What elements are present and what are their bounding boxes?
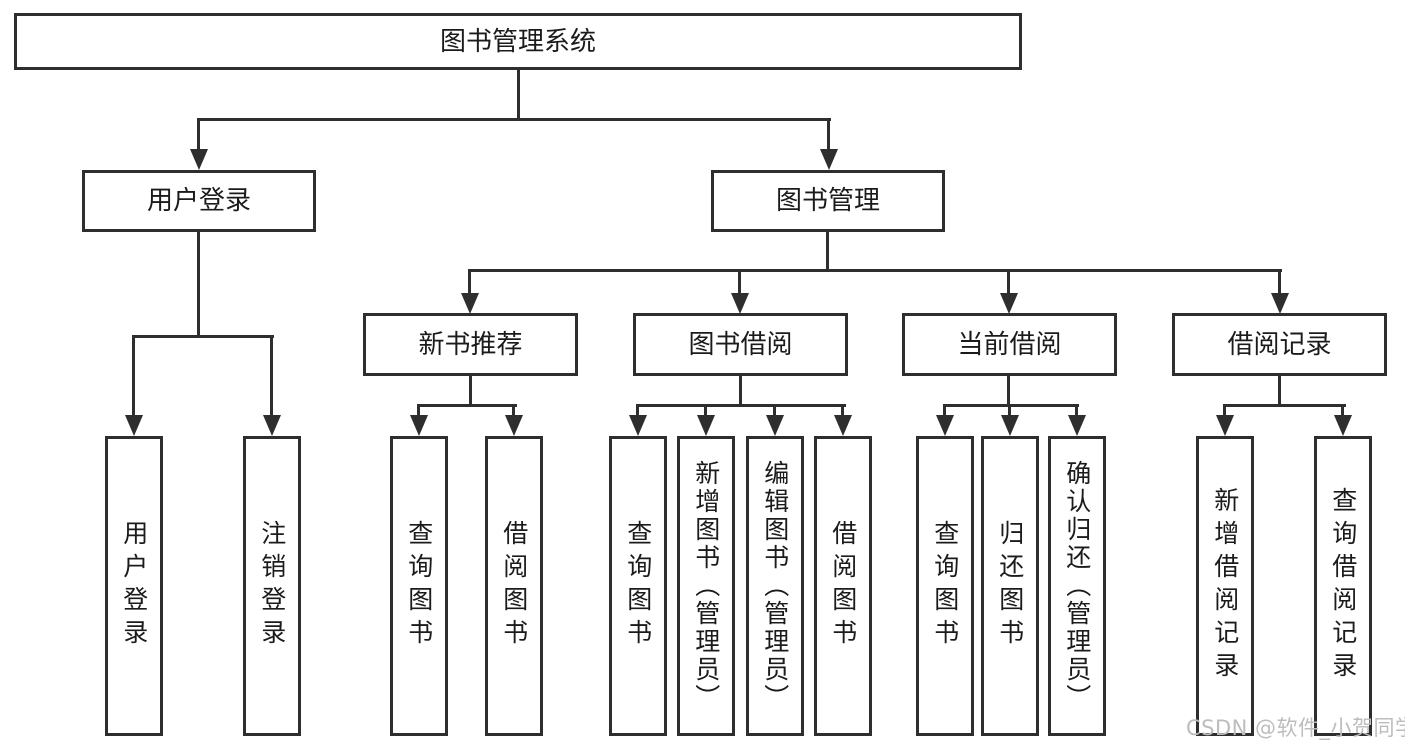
- leaf-query-books-recommend: 查询图书: [390, 436, 448, 736]
- connector-arrowhead: [125, 415, 143, 436]
- connector-line: [1223, 404, 1346, 407]
- connector-arrowhead: [1216, 415, 1234, 436]
- connector-line: [1007, 376, 1010, 407]
- node-label: 图书管理系统: [439, 26, 596, 57]
- connector-line: [1008, 404, 1011, 418]
- connector-line: [739, 376, 742, 407]
- leaf-logout: 注销登录: [243, 436, 301, 736]
- connector-arrowhead: [1068, 415, 1086, 436]
- connector-arrowhead: [1334, 415, 1352, 436]
- connector-arrowhead: [820, 149, 838, 170]
- connector-arrowhead: [1001, 415, 1019, 436]
- node-label: 新书推荐: [418, 329, 523, 360]
- connector-line: [1007, 269, 1010, 296]
- connector-line: [943, 404, 946, 418]
- connector-line: [636, 404, 639, 418]
- connector-line: [132, 335, 135, 417]
- leaf-label: 编辑图书（管理员）: [760, 460, 790, 712]
- connector-line: [841, 404, 844, 418]
- connector-line: [517, 70, 520, 120]
- leaf-label: 新增借阅记录: [1210, 487, 1240, 685]
- connector-line: [270, 335, 273, 417]
- connector-line: [197, 118, 831, 121]
- connector-line: [512, 404, 515, 418]
- leaf-query-books-current: 查询图书: [916, 436, 974, 736]
- connector-arrowhead: [1271, 293, 1289, 314]
- connector-line: [1278, 376, 1281, 407]
- connector-arrowhead: [697, 415, 715, 436]
- node-current-borrowing: 当前借阅: [902, 313, 1117, 376]
- connector-line: [773, 404, 776, 418]
- leaf-label: 借阅图书: [499, 520, 529, 652]
- leaf-label: 确认归还（管理员）: [1062, 460, 1092, 712]
- connector-arrowhead: [1000, 293, 1018, 314]
- leaf-return-book: 归还图书: [981, 436, 1039, 736]
- leaf-label: 查询图书: [930, 520, 960, 652]
- connector-arrowhead: [410, 415, 428, 436]
- node-label: 图书管理: [775, 186, 880, 216]
- connector-line: [417, 404, 517, 407]
- node-label: 用户登录: [146, 186, 251, 216]
- connector-arrowhead: [766, 415, 784, 436]
- node-book-management: 图书管理: [711, 170, 945, 232]
- connector-line: [1278, 269, 1281, 296]
- leaf-user-login: 用户登录: [105, 436, 163, 736]
- leaf-label: 注销登录: [257, 520, 287, 652]
- connector-line: [704, 404, 707, 418]
- node-new-book-recommendation: 新书推荐: [363, 313, 578, 376]
- node-label: 图书借阅: [688, 329, 793, 360]
- leaf-label: 归还图书: [995, 520, 1025, 652]
- leaf-query-borrow-record: 查询借阅记录: [1314, 436, 1372, 736]
- leaf-label: 查询借阅记录: [1328, 487, 1358, 685]
- leaf-confirm-return-admin: 确认归还（管理员）: [1048, 436, 1106, 736]
- leaf-label: 新增图书（管理员）: [691, 460, 721, 712]
- connector-line: [1075, 404, 1078, 418]
- node-user-login: 用户登录: [82, 170, 316, 232]
- node-label: 当前借阅: [957, 329, 1062, 360]
- leaf-label: 查询图书: [623, 520, 653, 652]
- connector-line: [132, 335, 274, 338]
- csdn-watermark: CSDN @软件_小贺同学: [1186, 716, 1405, 740]
- connector-line: [1341, 404, 1344, 418]
- connector-line: [469, 376, 472, 407]
- connector-arrowhead: [936, 415, 954, 436]
- node-library-management-system: 图书管理系统: [14, 13, 1022, 70]
- leaf-add-book-admin: 新增图书（管理员）: [677, 436, 735, 736]
- connector-line: [827, 118, 830, 152]
- leaf-query-books-borrow: 查询图书: [609, 436, 667, 736]
- connector-line: [826, 232, 829, 272]
- leaf-borrow-books-recommend: 借阅图书: [485, 436, 543, 736]
- connector-line: [943, 404, 1079, 407]
- connector-line: [197, 118, 200, 152]
- connector-arrowhead: [190, 149, 208, 170]
- connector-line: [1223, 404, 1226, 418]
- node-label: 借阅记录: [1227, 329, 1332, 360]
- node-book-borrowing: 图书借阅: [633, 313, 848, 376]
- connector-arrowhead: [263, 415, 281, 436]
- leaf-label: 查询图书: [404, 520, 434, 652]
- connector-line: [468, 269, 1282, 272]
- connector-line: [738, 269, 741, 296]
- connector-line: [197, 232, 200, 338]
- connector-arrowhead: [629, 415, 647, 436]
- connector-arrowhead: [505, 415, 523, 436]
- connector-arrowhead: [461, 293, 479, 314]
- leaf-edit-book-admin: 编辑图书（管理员）: [746, 436, 804, 736]
- leaf-add-borrow-record: 新增借阅记录: [1196, 436, 1254, 736]
- connector-line: [636, 404, 846, 407]
- leaf-label: 借阅图书: [828, 520, 858, 652]
- node-borrowing-records: 借阅记录: [1172, 313, 1387, 376]
- connector-line: [417, 404, 420, 418]
- leaf-label: 用户登录: [119, 520, 149, 652]
- connector-arrowhead: [731, 293, 749, 314]
- connector-arrowhead: [834, 415, 852, 436]
- leaf-borrow-books: 借阅图书: [814, 436, 872, 736]
- connector-line: [468, 269, 471, 296]
